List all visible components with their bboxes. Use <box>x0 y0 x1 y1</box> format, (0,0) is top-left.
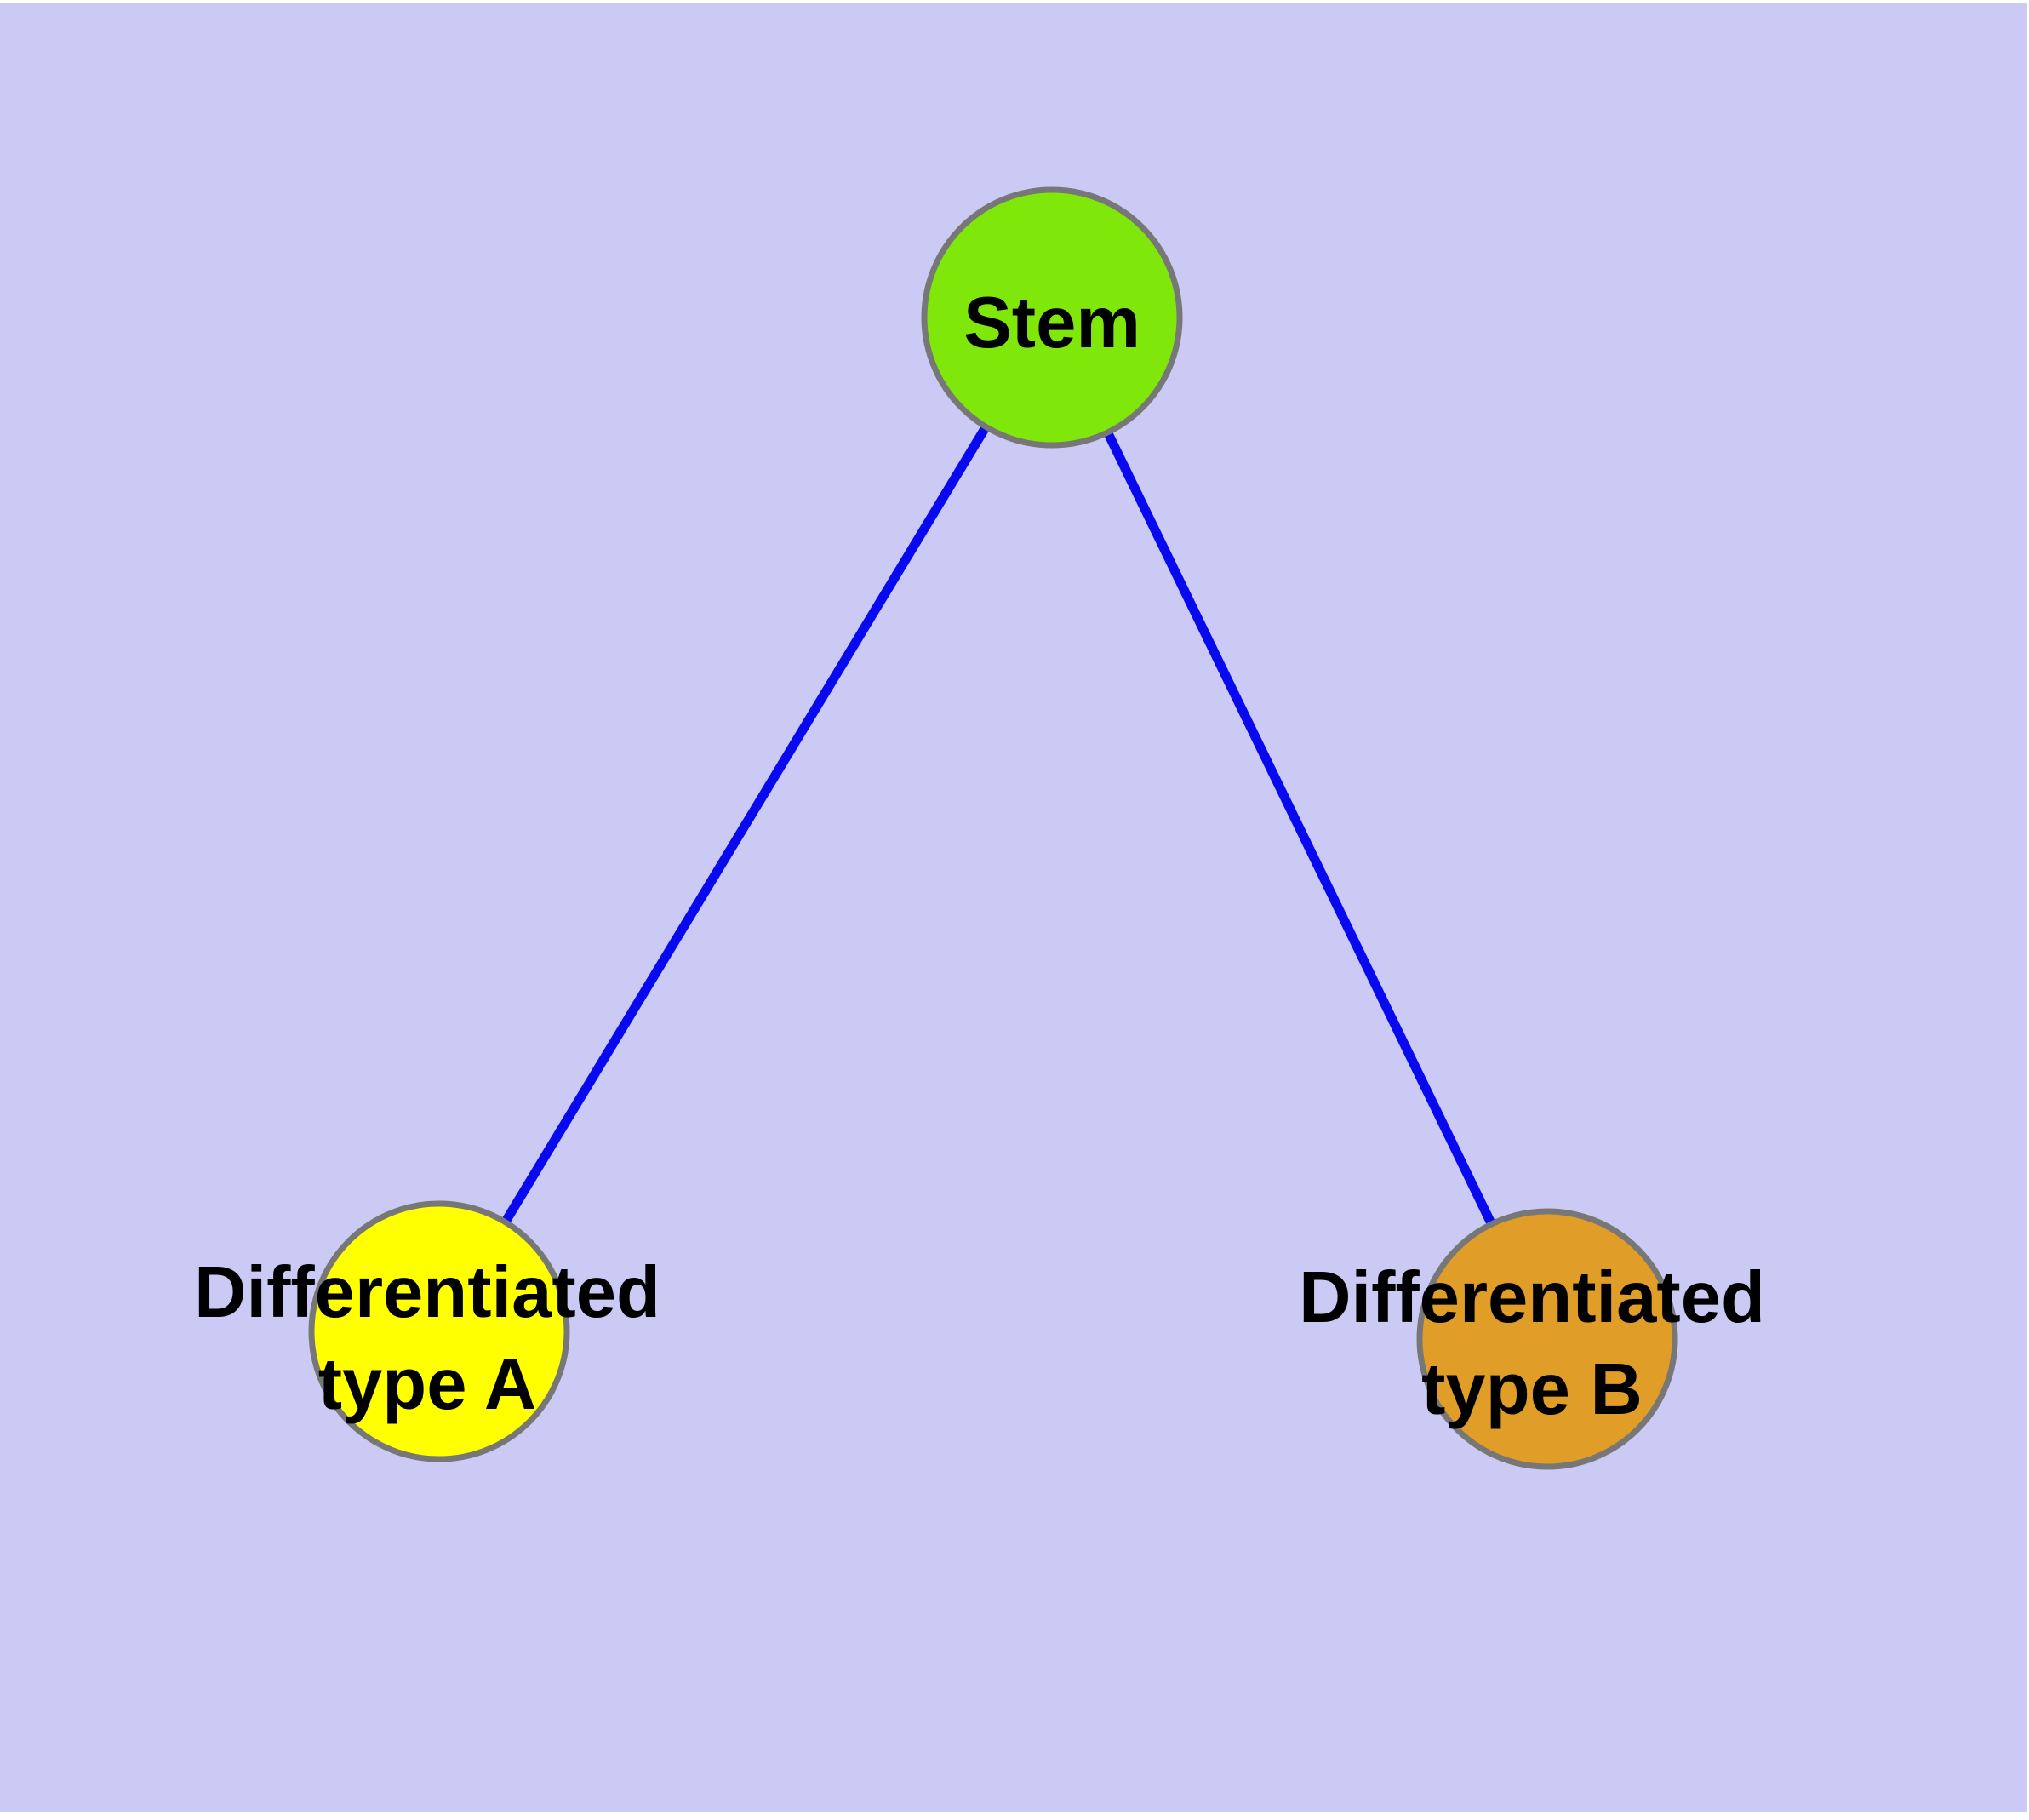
node-stem-circle <box>921 186 1183 449</box>
edge-stem-to-type-b <box>1048 315 1552 1342</box>
node-type-b-label-line-2: type B <box>1421 1349 1643 1430</box>
node-type-b-label-line-1: Differentiated <box>1299 1257 1765 1338</box>
node-type-a-label-line-2: type A <box>318 1344 537 1425</box>
node-type-a-circle <box>308 1200 570 1462</box>
node-stem-label: Stem <box>963 283 1140 363</box>
node-type-a-label-line-1: Differentiated <box>194 1252 660 1333</box>
edge-stem-to-type-a <box>435 315 1056 1334</box>
node-type-b-circle <box>1416 1208 1678 1470</box>
